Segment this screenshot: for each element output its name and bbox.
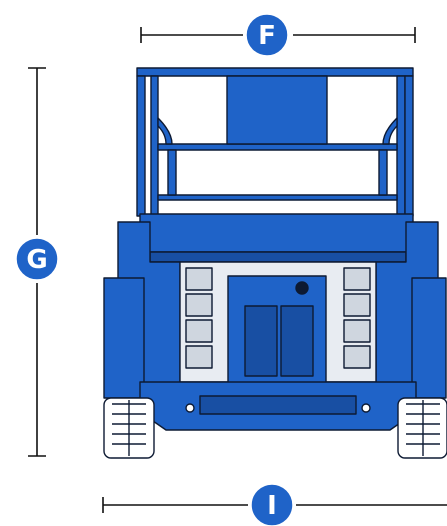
dim-f-badge: [245, 13, 289, 57]
scissor-stack-left: [185, 267, 213, 369]
tray-panel-left: [244, 305, 278, 377]
rail-bar-left: [167, 149, 177, 196]
tire-left: [103, 397, 155, 459]
rail-curve-left: [157, 117, 173, 145]
tire-right: [397, 397, 447, 459]
top-rail: [136, 67, 414, 77]
scissor-lift: [103, 67, 447, 459]
rail-bar-right: [378, 149, 388, 196]
rail-post-left-outer: [136, 75, 146, 217]
dim-f-label: F: [258, 21, 276, 51]
control-box-panel: [226, 75, 328, 145]
dim-i-badge: [250, 483, 294, 526]
dimension-i: I: [102, 483, 447, 526]
dim-i-label: I: [267, 491, 277, 521]
platform-underside: [149, 251, 407, 263]
bolt-right: [361, 403, 371, 413]
scissor-stack-right: [343, 267, 371, 369]
mid-rail: [157, 143, 398, 151]
rail-post-right-outer: [404, 75, 414, 217]
rail-curve-right: [382, 117, 398, 145]
lower-rail: [157, 194, 398, 201]
guardrail: [136, 67, 414, 217]
platform-deck: [139, 213, 414, 253]
dim-g-badge: [15, 237, 59, 281]
tray-cap: [295, 281, 309, 295]
rail-post-right-inner: [396, 75, 406, 217]
tray-panel-right: [280, 305, 314, 377]
dimension-f: F: [140, 13, 416, 57]
dim-g-label: G: [26, 245, 47, 275]
outrigger-left: [103, 277, 145, 399]
front-bumper: [199, 395, 357, 415]
bolt-left: [185, 403, 195, 413]
outrigger-right: [411, 277, 447, 399]
rail-post-left-inner: [150, 75, 159, 217]
dimension-g: G: [15, 67, 59, 457]
